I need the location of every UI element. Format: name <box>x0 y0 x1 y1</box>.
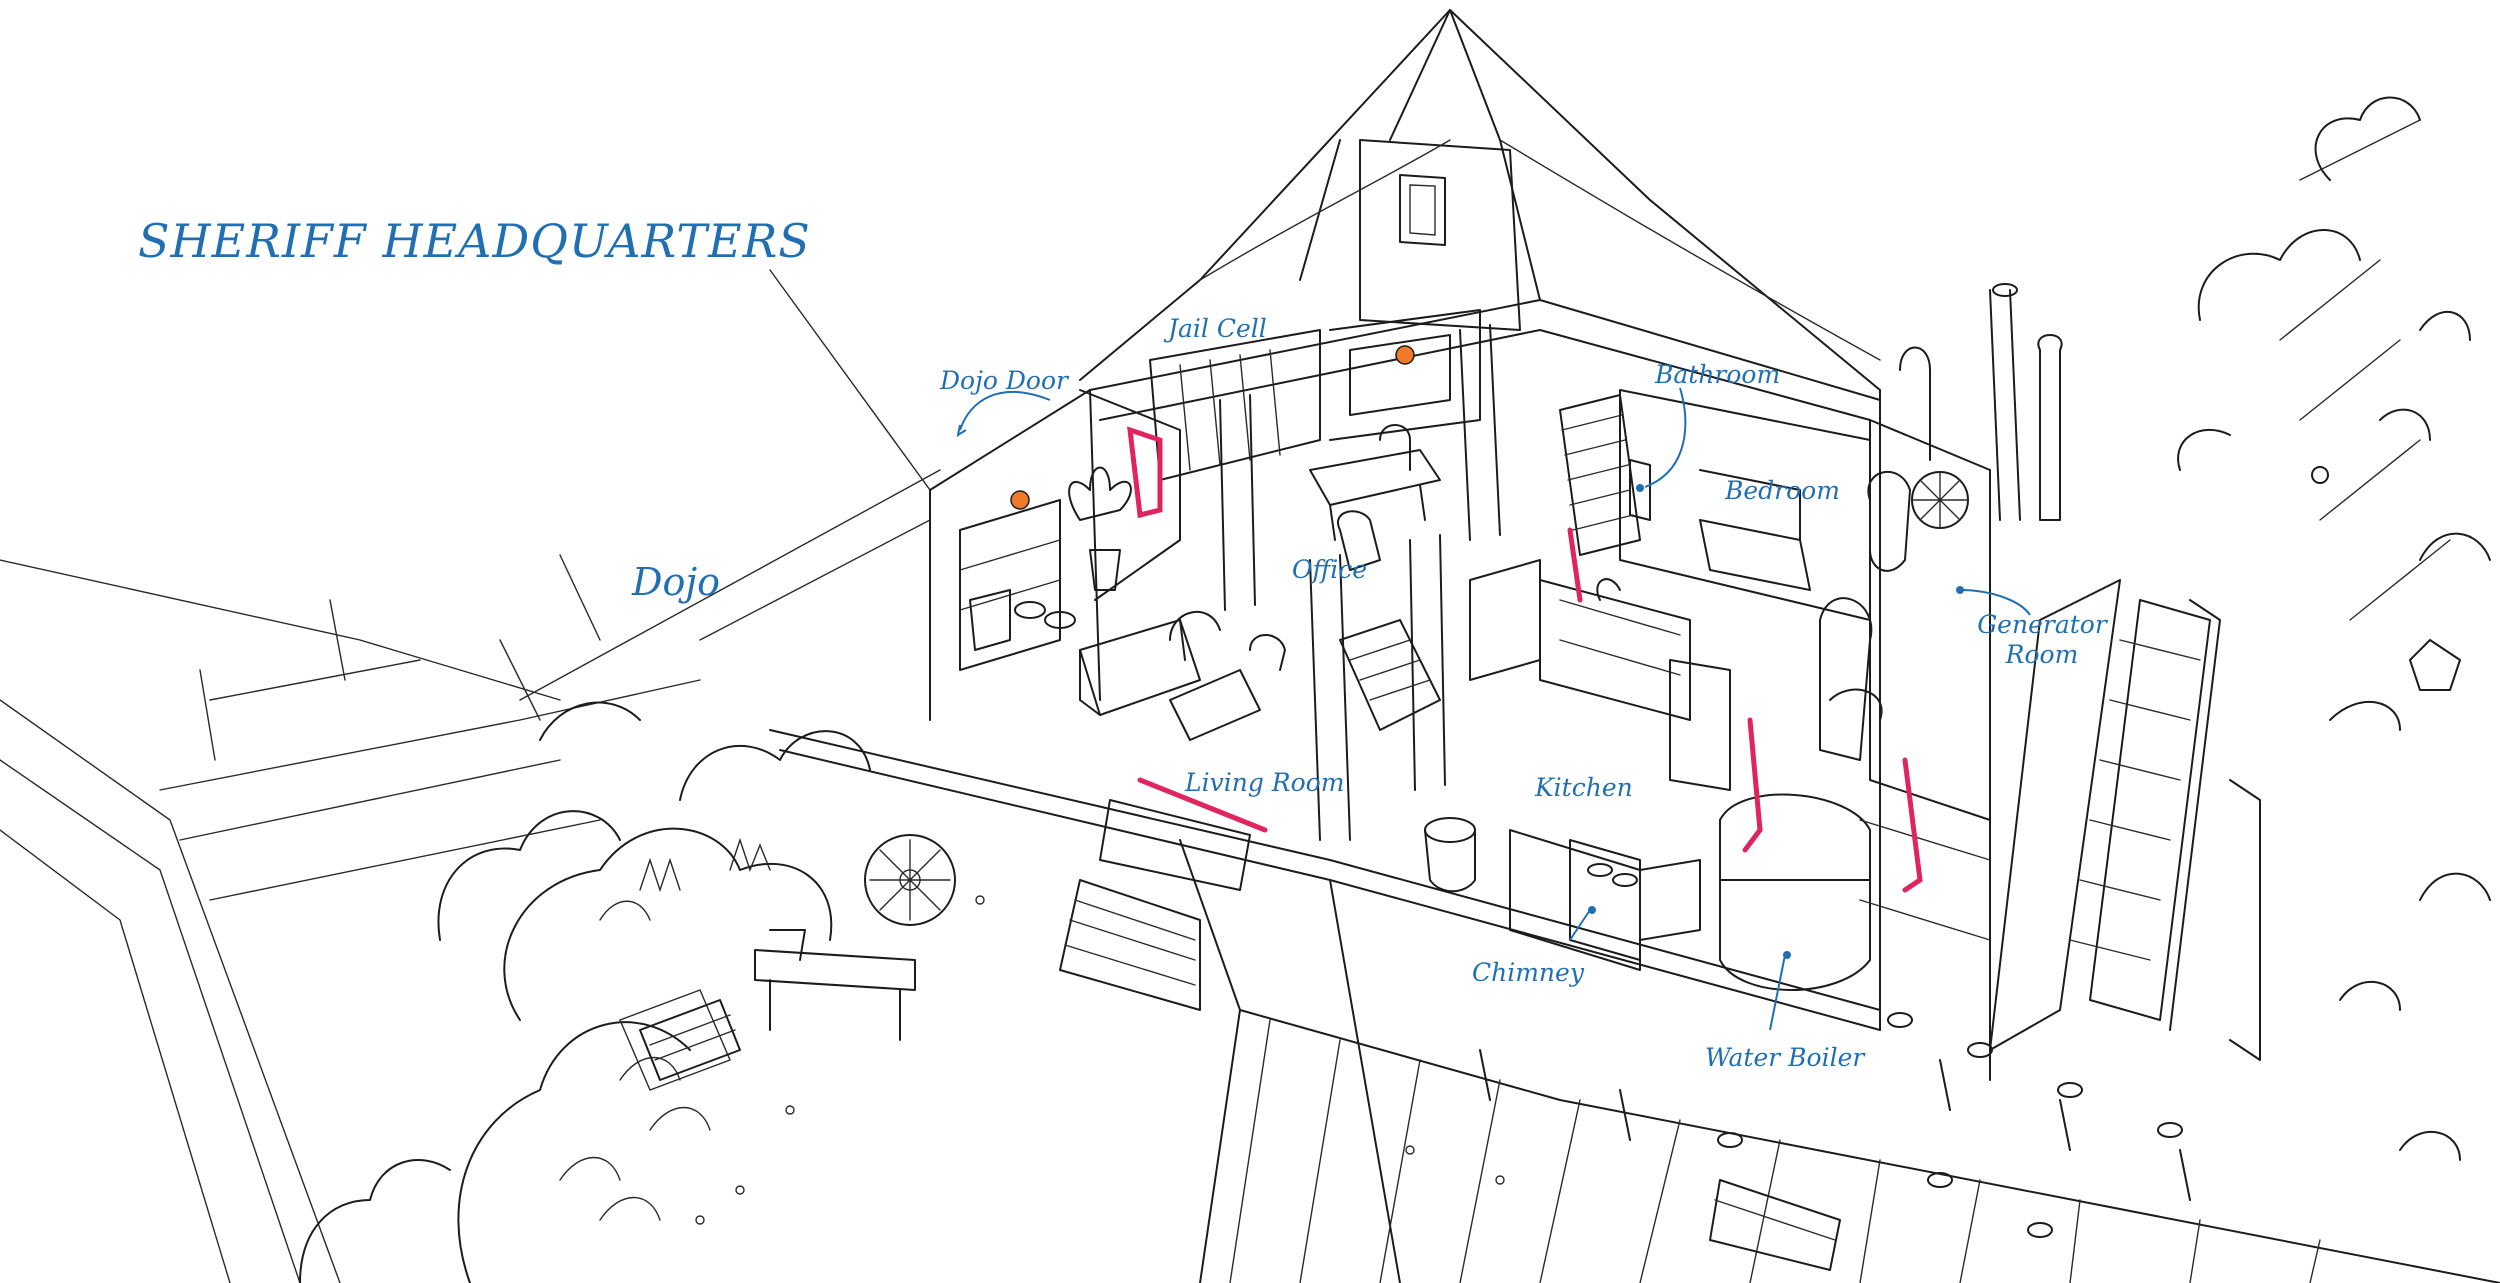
label-chimney: Chimney <box>1472 958 1584 987</box>
kitchen-door-marker <box>1742 717 1763 853</box>
yard-props <box>639 834 1505 1225</box>
label-kitchen: Kitchen <box>1535 773 1633 802</box>
label-generator-room: Generator Room <box>1977 610 2107 669</box>
lamp-dojo <box>1010 490 1030 510</box>
label-living-room: Living Room <box>1185 768 1345 797</box>
bushes-left <box>299 701 871 1283</box>
label-water-boiler: Water Boiler <box>1705 1043 1865 1072</box>
label-leaders <box>956 387 2031 1031</box>
label-bathroom: Bathroom <box>1655 360 1781 389</box>
door-markers <box>1127 426 1923 893</box>
label-dojo: Dojo <box>632 560 721 604</box>
bathroom-door-marker <box>1567 527 1583 603</box>
dojo-door-marker <box>1127 426 1163 519</box>
generator-door-marker <box>1902 757 1923 893</box>
house-outline <box>769 389 2500 1283</box>
interior-walls <box>959 283 2063 1081</box>
label-jail-cell: Jail Cell <box>1168 314 1267 343</box>
label-bedroom: Bedroom <box>1725 476 1840 505</box>
lamp-jail <box>1395 345 1415 365</box>
label-office: Office <box>1292 555 1367 584</box>
water-wheel <box>1989 579 2261 1061</box>
label-dojo-door: Dojo Door <box>940 366 1068 395</box>
roof-structure <box>1079 9 1881 391</box>
trees-right <box>2177 96 2491 1161</box>
lamps <box>1010 345 1415 510</box>
dojo-structure <box>0 269 941 1283</box>
page-title: SHERIFF HEADQUARTERS <box>138 214 811 268</box>
living-room-door-marker <box>1137 777 1268 833</box>
